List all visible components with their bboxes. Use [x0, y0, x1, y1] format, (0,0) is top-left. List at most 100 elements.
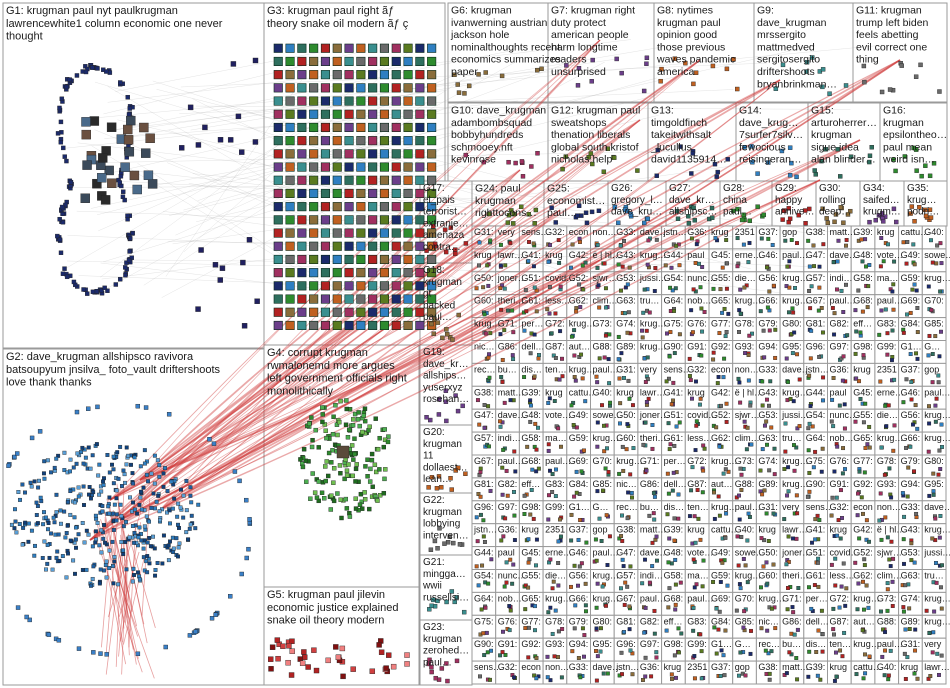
node [392, 295, 401, 304]
node [711, 580, 715, 584]
node [435, 486, 439, 490]
node [863, 653, 867, 657]
node [760, 626, 764, 630]
node [462, 91, 466, 95]
tiny-group-label: very [498, 227, 516, 237]
node [905, 313, 909, 317]
node [357, 189, 366, 198]
node [336, 433, 340, 437]
node [573, 375, 577, 379]
node [814, 172, 818, 176]
node [126, 454, 130, 458]
node [940, 654, 944, 658]
tiny-group-label: ten… [830, 639, 852, 649]
node [822, 242, 826, 246]
node [501, 493, 505, 497]
tiny-group-label: nic… [474, 342, 495, 352]
node [345, 216, 354, 225]
node [46, 543, 50, 547]
node [572, 495, 576, 499]
node [27, 522, 31, 526]
node [392, 216, 401, 225]
node [370, 669, 375, 674]
node [77, 486, 81, 490]
node [886, 331, 890, 335]
tiny-group-label: G90: [664, 342, 684, 352]
node [672, 309, 676, 313]
node [175, 536, 179, 540]
node [546, 401, 550, 405]
node [607, 381, 611, 385]
node [866, 305, 870, 309]
tiny-group-label: clim… [877, 571, 902, 581]
node [697, 262, 701, 266]
node [834, 651, 838, 655]
node [724, 536, 728, 540]
node [768, 678, 772, 682]
tiny-group-label: rec… [474, 364, 496, 374]
node [380, 57, 389, 65]
node [843, 427, 847, 431]
node [286, 110, 295, 119]
node [788, 173, 792, 177]
node [513, 450, 517, 454]
node [506, 221, 510, 225]
node [351, 423, 355, 427]
tiny-group-label: krug… [782, 387, 809, 397]
node [196, 503, 200, 507]
node [353, 479, 357, 483]
node [392, 255, 401, 264]
node [546, 655, 550, 659]
node [432, 332, 436, 336]
node [782, 517, 786, 521]
node [64, 536, 68, 540]
tiny-group-label: krug… [924, 273, 950, 283]
tiny-group-label: krug… [877, 433, 904, 443]
node [717, 495, 721, 499]
tiny-group-label: nob… [830, 433, 854, 443]
node [35, 513, 39, 517]
node [329, 507, 333, 511]
node [41, 556, 45, 560]
node [653, 495, 657, 499]
node [333, 268, 342, 277]
node [840, 289, 844, 293]
node [404, 189, 413, 198]
node [106, 505, 110, 509]
node [756, 172, 760, 176]
node [321, 412, 325, 416]
node [548, 312, 552, 316]
node [725, 67, 729, 71]
node [750, 443, 754, 447]
node [688, 374, 692, 378]
node [430, 604, 434, 608]
node [601, 585, 605, 589]
node [903, 583, 907, 587]
tiny-group-label: G98: [853, 342, 873, 352]
node [787, 311, 791, 315]
node [306, 665, 311, 670]
node [298, 321, 307, 330]
node [738, 582, 742, 586]
node [351, 474, 355, 478]
node [694, 380, 698, 384]
node [196, 142, 201, 147]
node [881, 655, 885, 659]
node [938, 467, 942, 471]
node [52, 516, 56, 520]
node [309, 416, 313, 420]
tiny-group-label: G33: [569, 662, 589, 672]
node [202, 125, 207, 130]
node [595, 627, 599, 631]
tiny-group-label: G31: [901, 639, 921, 649]
node [533, 422, 537, 426]
tiny-group-label: G81: [806, 319, 826, 329]
node [788, 651, 792, 655]
node [533, 286, 537, 290]
node [868, 263, 872, 267]
node [499, 286, 503, 290]
node [355, 462, 359, 466]
node [345, 136, 354, 145]
tiny-group-label: theri… [782, 571, 809, 581]
tiny-group-label: paul… [498, 456, 524, 466]
